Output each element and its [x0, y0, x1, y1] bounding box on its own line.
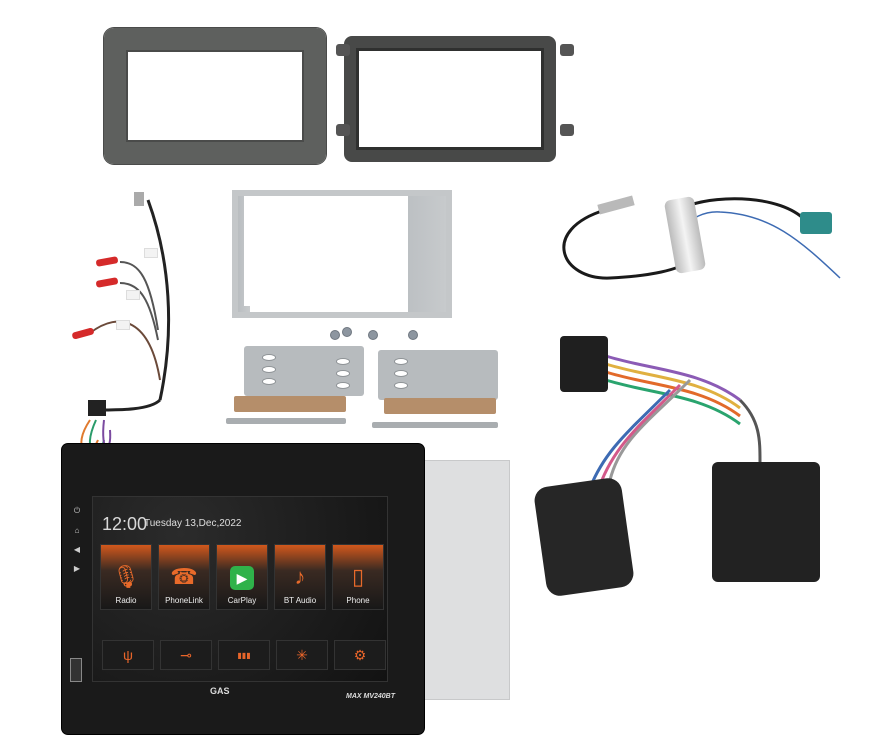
plate-hole — [336, 358, 350, 365]
plate-hole — [394, 370, 408, 377]
plate-hole — [394, 382, 408, 389]
plate-hole — [262, 366, 276, 373]
mount-tab — [560, 44, 574, 56]
adhesive-strip — [234, 396, 346, 412]
screw — [368, 330, 378, 340]
iso-connector — [560, 336, 608, 392]
screw — [408, 330, 418, 340]
clock: 12:00 — [102, 514, 148, 534]
tile-label: Phone — [346, 596, 370, 605]
fakra-connector — [800, 212, 832, 234]
tile-phonelink[interactable]: ☎ PhoneLink — [158, 544, 210, 610]
adhesive-strip — [384, 398, 496, 414]
tile-label: BT Audio — [283, 596, 317, 605]
app-tiles: 🎙 Radio ☎ PhoneLink ▶ CarPlay ♪ BT Audio… — [100, 544, 384, 610]
music-note-icon: ♪ — [294, 564, 306, 589]
mount-tab — [336, 124, 350, 136]
plate-hole — [262, 354, 276, 361]
plate-hole — [394, 358, 408, 365]
wire-label — [116, 320, 130, 330]
plate-hole — [336, 370, 350, 377]
head-unit-chassis — [420, 460, 510, 700]
plate-hole — [336, 382, 350, 389]
home-button[interactable]: ⌂ — [74, 526, 80, 535]
date: Tuesday 13,Dec,2022 — [144, 518, 242, 529]
usb-port[interactable] — [70, 658, 82, 682]
tile-label: PhoneLink — [165, 596, 203, 605]
side-rail — [372, 422, 498, 428]
screw — [342, 327, 352, 337]
microphone-icon: 🎙 — [112, 564, 140, 589]
volume-up-button[interactable]: ▶ — [73, 564, 81, 573]
aux-cable-icon[interactable]: ⊸ — [160, 640, 212, 670]
mount-tab — [336, 44, 350, 56]
brand-logo: GAS — [210, 686, 230, 696]
plug-connector — [88, 400, 106, 416]
wire-label — [144, 248, 158, 258]
vehicle-quadlock-connector — [712, 462, 820, 582]
fascia-panel-plain — [104, 28, 326, 164]
usb-icon[interactable]: ψ — [102, 640, 154, 670]
wire-label — [126, 290, 140, 300]
cage-opening — [244, 196, 404, 306]
mount-tab — [560, 124, 574, 136]
equalizer-icon[interactable]: ▮▮▮ — [218, 640, 270, 670]
plate-hole — [262, 378, 276, 385]
control-bar: ψ ⊸ ▮▮▮ ✳ ⚙ — [102, 640, 386, 670]
tile-radio[interactable]: 🎙 Radio — [100, 544, 152, 610]
side-rail — [226, 418, 346, 424]
tile-phone[interactable]: ▯ Phone — [332, 544, 384, 610]
tile-carplay[interactable]: ▶ CarPlay — [216, 544, 268, 610]
model-label: MAX MV240BT — [346, 693, 396, 700]
power-button[interactable]: ⏻ — [73, 506, 81, 515]
screw — [330, 330, 340, 340]
tile-label: Radio — [115, 596, 137, 605]
tile-label: CarPlay — [227, 596, 257, 605]
carplay-icon: ▶ — [230, 566, 254, 590]
mobile-phone-icon: ▯ — [351, 564, 365, 589]
steering-interface-box — [532, 476, 636, 598]
phonelink-icon: ☎ — [170, 564, 198, 589]
tile-bt-audio[interactable]: ♪ BT Audio — [274, 544, 326, 610]
settings-gears-icon[interactable]: ⚙ — [334, 640, 386, 670]
volume-down-button[interactable]: ◀ — [73, 545, 81, 554]
brightness-icon[interactable]: ✳ — [276, 640, 328, 670]
side-button-strip: ⏻ ⌂ ◀ ▶ — [72, 506, 82, 573]
